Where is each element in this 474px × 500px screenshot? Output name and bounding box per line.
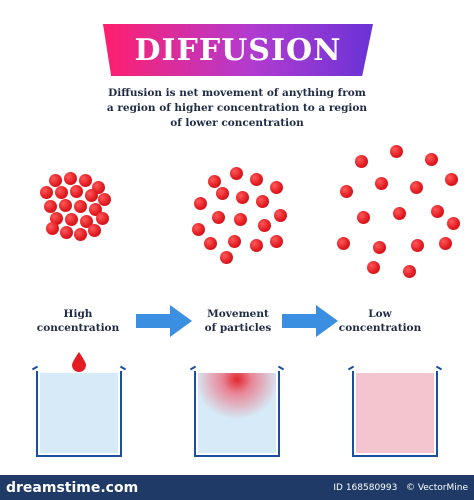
footer-brand: dreamstime.com [6,479,139,496]
dye-drop-icon [72,352,86,372]
particle [74,228,87,241]
water [40,373,118,453]
particle [85,189,98,202]
particle [447,217,460,230]
particle [270,181,283,194]
title-banner: DIFFUSION [103,24,373,76]
particle [46,222,59,235]
particle [357,211,370,224]
particle [258,219,271,232]
right-arrow-icon [136,305,192,337]
particle [439,237,452,250]
particle [250,239,263,252]
footer-id: ID 168580993 [333,482,398,493]
high-concentration-particles [40,172,120,252]
particle [403,265,416,278]
particle [50,212,63,225]
particle [79,174,92,187]
particle [96,212,109,225]
definition-line-2: a region of higher concentration to a re… [106,102,368,114]
low-concentration-particles [335,145,460,278]
particle [212,211,225,224]
right-arrow-icon [282,305,338,337]
beaker-diffusing [189,365,285,457]
stage-label-low: Low concentration [338,308,422,334]
definition-line-1: Diffusion is net movement of anything fr… [108,87,366,99]
particle [55,186,68,199]
particle [340,185,353,198]
particle [192,223,205,236]
title: DIFFUSION [134,32,342,68]
particle [230,167,243,180]
particle [270,235,283,248]
particle [411,239,424,252]
particle [204,237,217,250]
particle [88,224,101,237]
particle [445,173,458,186]
particle [410,181,423,194]
evenly-mixed-solution [356,373,434,453]
particle [390,145,403,158]
particle [64,172,77,185]
particle [194,197,207,210]
particle [274,209,287,222]
particle [98,193,111,206]
particle [228,235,241,248]
footer-meta: ID 168580993 © VectorMine [333,483,474,493]
definition-line-3: of lower concentration [170,117,304,129]
particle [425,153,438,166]
particle [256,195,269,208]
moving-particles [190,165,287,264]
particle [44,200,57,213]
particle [74,200,87,213]
particle [59,199,72,212]
particle [60,226,73,239]
particle [216,187,229,200]
particle [367,261,380,274]
definition-text: Diffusion is net movement of anything fr… [95,86,379,131]
particle [337,237,350,250]
particle [234,213,247,226]
particle [355,155,368,168]
stage-label-movement: Movement of particles [204,308,272,334]
particle [393,207,406,220]
particle [250,173,263,186]
particle [49,174,62,187]
beaker-mixed [347,365,443,457]
footer-bar: dreamstime.com ID 168580993 © VectorMine [0,475,474,500]
footer-credit: © VectorMine [405,482,468,493]
particle [431,205,444,218]
particle [70,185,83,198]
particle [373,241,386,254]
beaker-initial [31,365,127,457]
water-with-spreading-dye [198,373,276,453]
particle [236,191,249,204]
particle [208,175,221,188]
particle [375,177,388,190]
particle [40,186,53,199]
particle [65,213,78,226]
stage-label-high: High concentration [36,308,120,334]
particle [220,251,233,264]
